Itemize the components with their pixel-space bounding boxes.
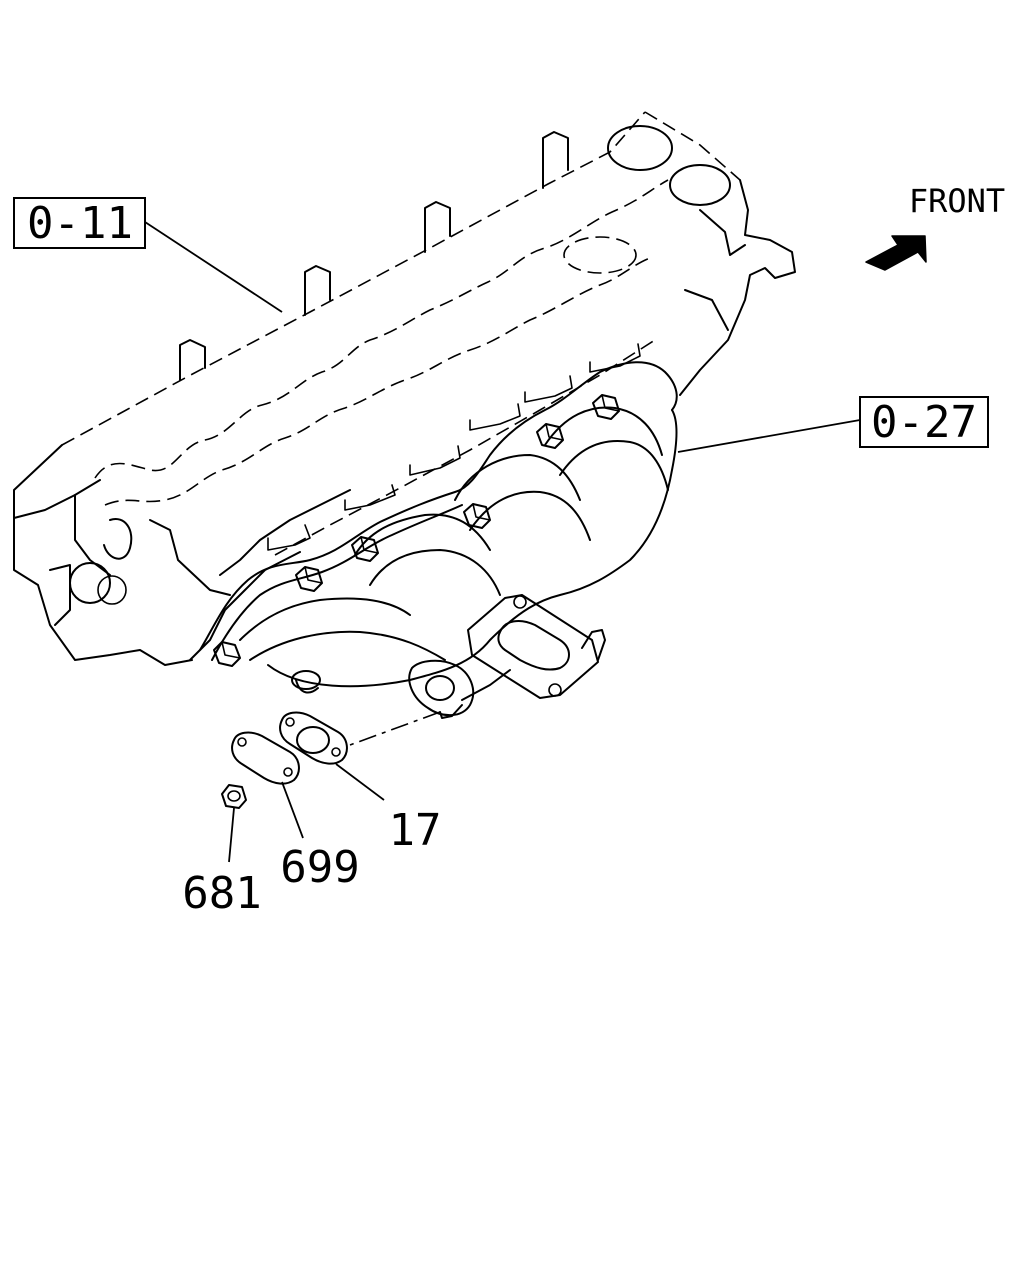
part-number-17: 17 xyxy=(389,805,442,856)
bolt xyxy=(351,536,379,562)
manifold-bolts xyxy=(213,394,620,667)
leader-0-27 xyxy=(677,419,861,453)
leader-0-11 xyxy=(144,221,283,313)
front-label: FRONT xyxy=(909,182,1005,220)
bolt xyxy=(536,423,564,449)
front-arrow-icon xyxy=(865,235,927,271)
gasket-17 xyxy=(279,711,348,765)
leader-681 xyxy=(228,807,235,863)
leader-699 xyxy=(281,781,304,839)
bolt xyxy=(463,503,491,529)
bolt xyxy=(213,641,241,667)
bolt xyxy=(295,566,323,592)
exhaust-manifold xyxy=(199,361,678,746)
ref-box-0-27[interactable]: 0-27 xyxy=(859,396,989,448)
part-number-699: 699 xyxy=(280,842,359,893)
cylinder-head xyxy=(13,111,796,666)
ref-box-0-11[interactable]: 0-11 xyxy=(13,197,146,249)
nut-681 xyxy=(221,784,247,809)
part-number-681: 681 xyxy=(182,868,261,919)
ref-label-0-27: 0-27 xyxy=(871,397,977,448)
leader-17 xyxy=(335,763,385,801)
plate-699 xyxy=(231,731,300,785)
bolt xyxy=(592,394,620,420)
ref-label-0-11: 0-11 xyxy=(27,198,133,249)
